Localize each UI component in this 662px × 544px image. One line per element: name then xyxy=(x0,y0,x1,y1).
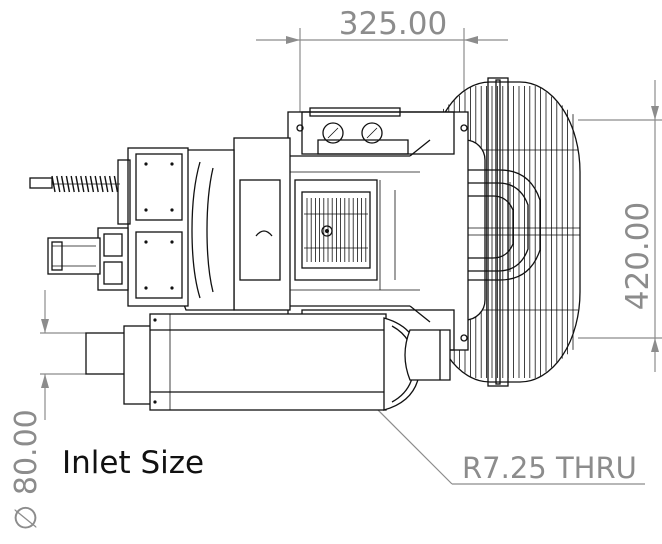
inlet-silencer xyxy=(85,313,421,411)
dimension-top-width: 325.00 xyxy=(256,6,508,112)
dimension-right-height-label: 420.00 xyxy=(620,202,656,310)
cable-spring xyxy=(29,175,120,193)
left-housing xyxy=(173,137,291,311)
dimension-right-height: 420.00 xyxy=(578,80,662,372)
dimension-top-width-label: 325.00 xyxy=(339,6,447,42)
hole-callout-label: R7.25 THRU xyxy=(462,451,637,485)
dimension-inlet-diameter-label: ∅ 80.00 xyxy=(9,409,44,531)
center-port xyxy=(285,171,420,291)
terminal-connector xyxy=(47,227,129,291)
lower-motor-bulge xyxy=(404,329,451,381)
blower-assembly xyxy=(29,77,581,411)
junction-box xyxy=(117,147,189,307)
inlet-size-note: Inlet Size xyxy=(62,445,204,481)
dimension-inlet-diameter: ∅ 80.00 xyxy=(9,290,86,531)
